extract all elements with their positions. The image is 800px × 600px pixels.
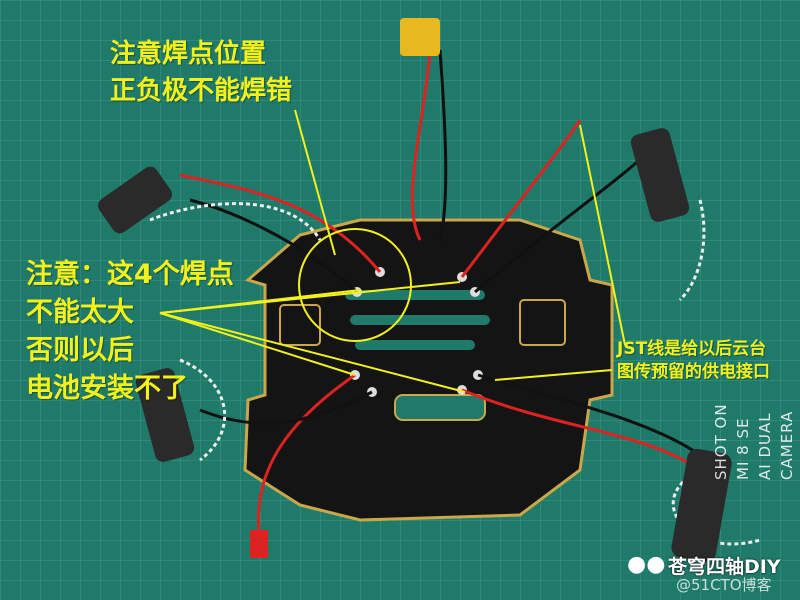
- note-line: 图传预留的供电接口: [617, 362, 770, 382]
- note-line: 不能太大: [26, 297, 134, 328]
- jst-connector: [250, 530, 268, 558]
- note-line: 注意焊点位置: [110, 39, 267, 69]
- pcb-board: [243, 218, 614, 522]
- jst-note: JST线是给以后云台 图传预留的供电接口: [617, 338, 770, 384]
- camera-watermark: SHOT ON MI 8 SE AI DUAL CAMERA: [710, 390, 798, 480]
- solder-polarity-note: 注意焊点位置 正负极不能焊错: [110, 36, 292, 110]
- camera-watermark-line: SHOT ON MI 8 SE: [712, 403, 752, 480]
- xt60-connector: [400, 18, 440, 56]
- esc-modules: [97, 128, 732, 562]
- camera-watermark-line: AI DUAL CAMERA: [756, 410, 796, 480]
- annotation-lines: [159, 109, 626, 393]
- wechat-icon: ●●: [627, 552, 666, 577]
- note-line: JST线是给以后云台: [617, 339, 767, 359]
- account-watermark: 苍穹四轴DIY: [668, 556, 781, 578]
- note-line: 注意：这4个焊点: [26, 259, 234, 290]
- solder-size-note: 注意：这4个焊点 不能太大 否则以后 电池安装不了: [26, 256, 234, 408]
- note-line: 电池安装不了: [26, 373, 188, 404]
- note-line: 否则以后: [26, 335, 134, 366]
- site-watermark: @51CTO博客: [676, 576, 772, 594]
- note-line: 正负极不能焊错: [110, 76, 293, 106]
